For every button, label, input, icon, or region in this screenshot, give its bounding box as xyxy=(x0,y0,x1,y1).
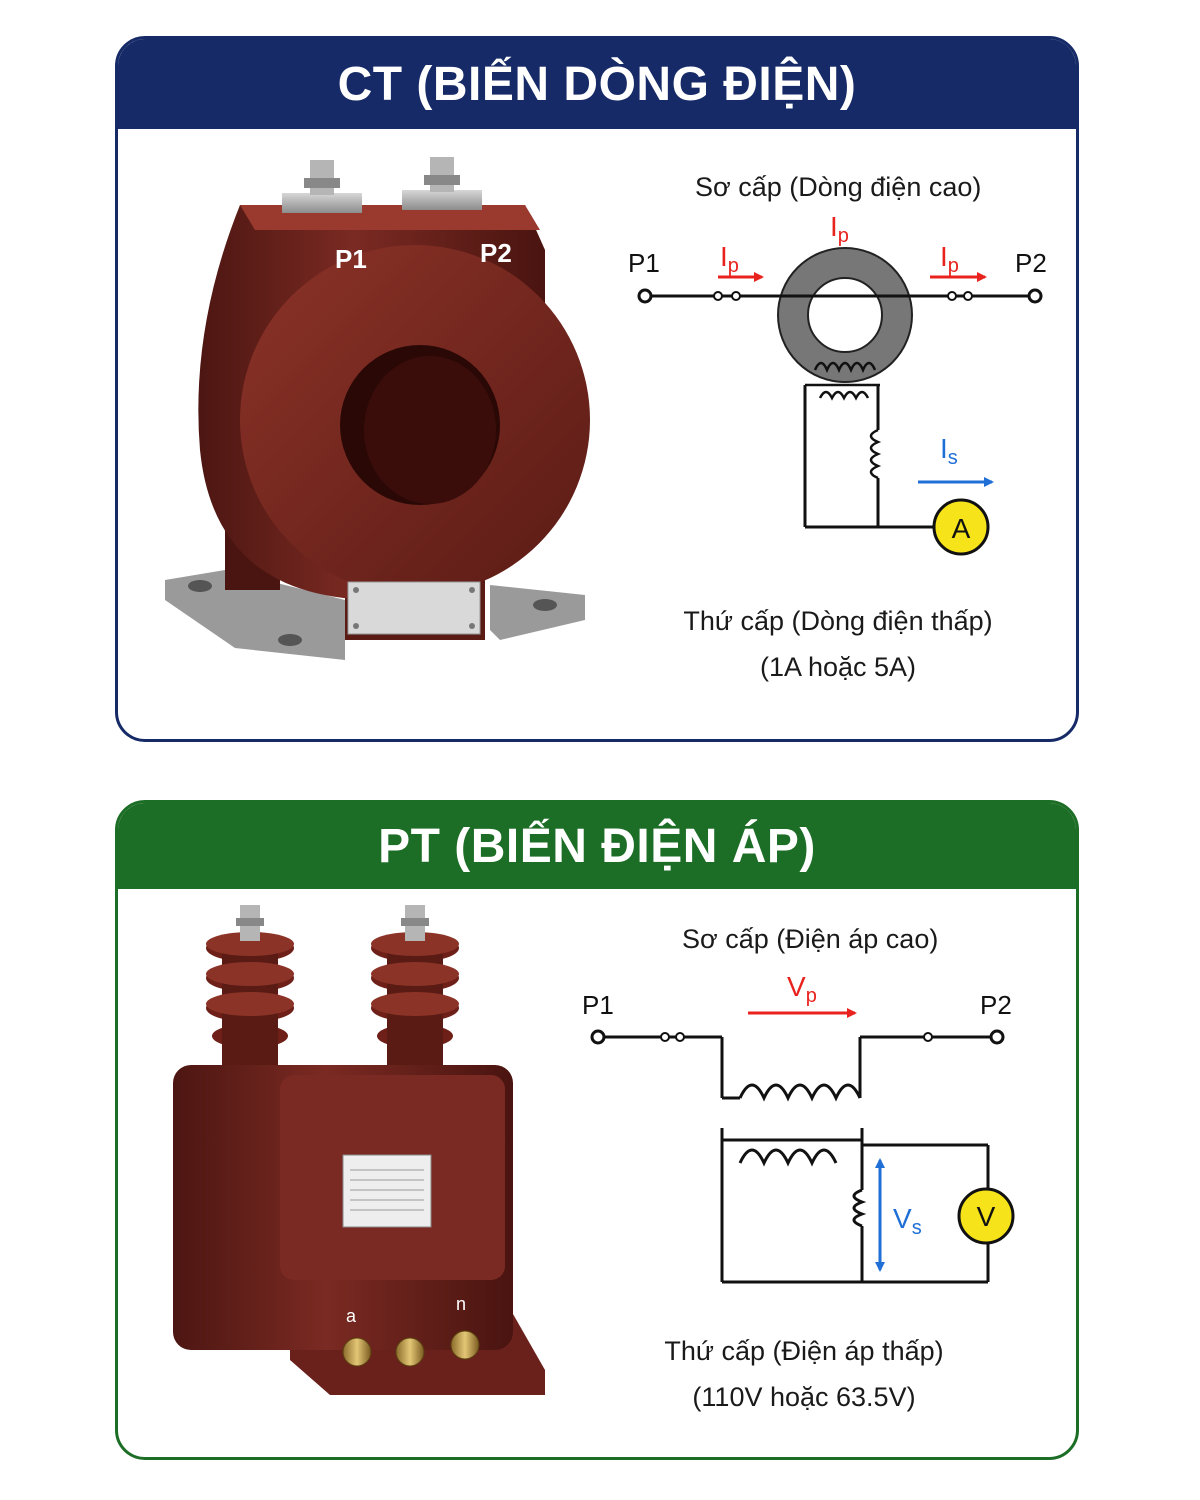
voltmeter-icon xyxy=(957,1187,1015,1245)
pt-card-title: PT (BIẾN ĐIỆN ÁP) xyxy=(118,803,1076,889)
ct-current-label-left: Ip xyxy=(720,241,739,277)
pt-diagram: Sơ cấp (Điện áp cao) P1 P2 Vp Vs V xyxy=(582,924,1015,1412)
ct-card-title: CT (BIẾN DÒNG ĐIỆN) xyxy=(118,39,1076,129)
ammeter-icon xyxy=(932,498,990,556)
ct-secondary-label: Thứ cấp (Dòng điện thấp) xyxy=(683,606,992,636)
pt-secondary-label: Thứ cấp (Điện áp thấp) xyxy=(664,1336,943,1366)
pt-device-terminal-a: a xyxy=(346,1306,357,1326)
ct-diagram: Sơ cấp (Dòng điện cao) P1 P2 Ip Ip Ip xyxy=(628,172,1047,682)
pt-voltage-label-primary: Vp xyxy=(787,971,817,1007)
ct-current-label-top: Ip xyxy=(830,211,849,247)
ct-secondary-rating: (1A hoặc 5A) xyxy=(760,652,916,682)
pt-device-terminal-n: n xyxy=(456,1294,466,1314)
ct-secondary-current-label: Is xyxy=(940,433,958,469)
pt-primary-label: Sơ cấp (Điện áp cao) xyxy=(682,924,938,954)
pt-secondary-rating: (110V hoặc 63.5V) xyxy=(692,1382,915,1412)
ct-node-p2 xyxy=(1027,288,1043,304)
pt-terminal-p1: P1 xyxy=(582,990,614,1020)
ct-core-icon xyxy=(778,248,912,382)
ct-device-terminal-p1: P1 xyxy=(335,244,367,274)
ct-terminal-p1: P1 xyxy=(628,248,660,278)
ammeter-label: A xyxy=(952,513,971,544)
ct-node-p1 xyxy=(637,288,653,304)
ct-device-terminal-p2: P2 xyxy=(480,238,512,268)
ct-device-image: P1 P2 xyxy=(165,157,590,660)
ct-primary-label: Sơ cấp (Dòng điện cao) xyxy=(695,172,981,202)
voltmeter-label: V xyxy=(977,1201,996,1232)
pt-node-p1 xyxy=(590,1029,606,1045)
ct-terminal-p2: P2 xyxy=(1015,248,1047,278)
pt-voltage-label-secondary: Vs xyxy=(893,1203,922,1239)
pt-device-image: a n xyxy=(173,905,545,1395)
pt-terminal-p2: P2 xyxy=(980,990,1012,1020)
ct-current-label-right: Ip xyxy=(940,241,959,277)
pt-node-p2 xyxy=(989,1029,1005,1045)
